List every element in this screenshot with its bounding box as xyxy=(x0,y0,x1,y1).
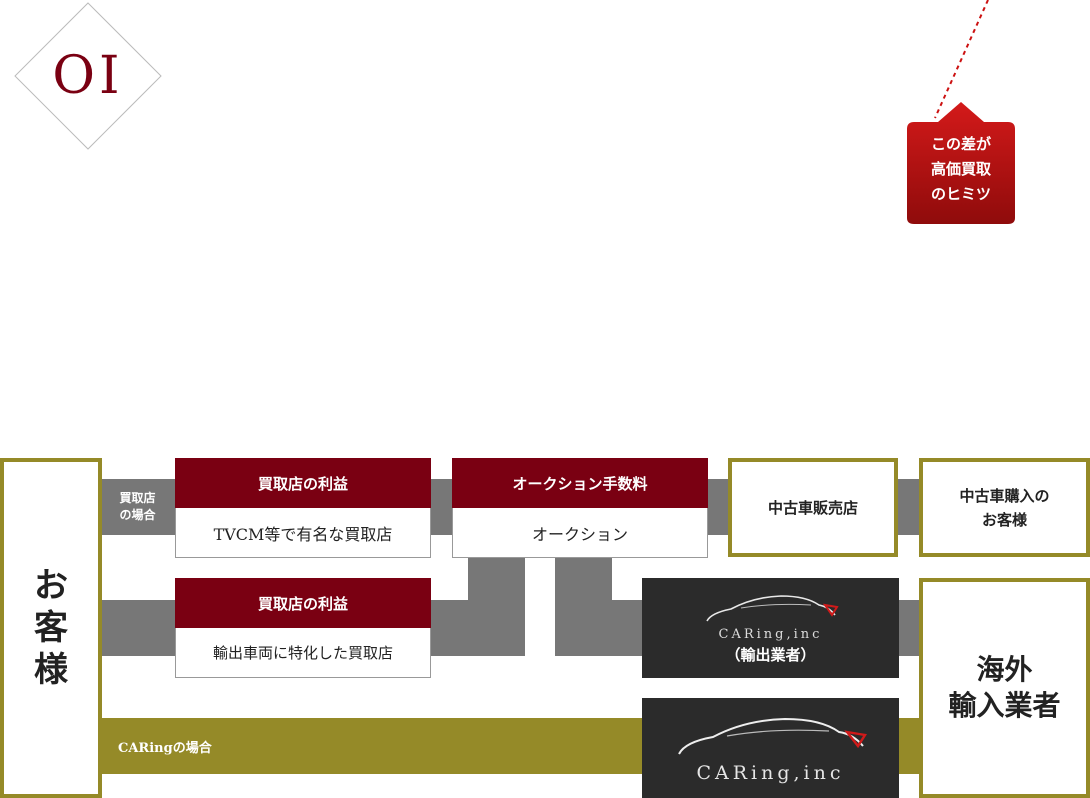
auction-box: オークション xyxy=(452,508,708,558)
export-profit-header: 買取店の利益 xyxy=(175,578,431,628)
used-buyer-line-1: 中古車購入の xyxy=(959,486,1050,505)
secret-callout: この差が 高価買取 のヒミツ xyxy=(906,100,1016,225)
kaitori-shop-box: TVCM等で有名な買取店 xyxy=(175,508,431,558)
export-shop-box: 輸出車両に特化した買取店 xyxy=(175,628,431,678)
customer-char-2: 客 xyxy=(34,608,68,648)
kaitori-profit-header: 買取店の利益 xyxy=(175,458,431,508)
importer-line-2: 輸入業者 xyxy=(948,689,1061,722)
connector-row2-vertical-up xyxy=(468,557,525,656)
used-car-dealer-box: 中古車販売店 xyxy=(728,458,898,557)
customer-char-1: お xyxy=(34,566,68,606)
connector-row2-right xyxy=(897,600,920,656)
callout-line-3: のヒミツ xyxy=(930,185,991,203)
overseas-importer-box: 海外 輸入業者 xyxy=(919,578,1090,798)
route-label-kaitori-1: 買取店 xyxy=(119,491,156,505)
connector-row1-mid2 xyxy=(707,479,729,535)
customer-char-3: 様 xyxy=(34,650,68,690)
connector-row2-to-exporter xyxy=(555,600,643,656)
route-label-kaitori-2: の場合 xyxy=(119,508,156,522)
route-label-caring: CARingの場合 xyxy=(118,740,212,756)
callout-line-2: 高価買取 xyxy=(930,160,991,178)
auction-fee-header: オークション手数料 xyxy=(452,458,708,508)
used-buyer-line-2: お客様 xyxy=(981,510,1027,529)
car-silhouette-icon xyxy=(677,717,867,755)
callout-dashed-line xyxy=(934,0,989,119)
route-label-kaitori: 買取店 の場合 xyxy=(100,479,175,535)
caring-logo-box: CARing,inc xyxy=(642,698,899,798)
connector-row2-left xyxy=(100,600,175,656)
connector-row1-mid1 xyxy=(430,479,452,535)
customer-box: お 客 様 xyxy=(0,458,102,798)
badge-number: OI xyxy=(52,46,124,106)
importer-line-1: 海外 xyxy=(976,653,1033,686)
exporter-label: （輸出業者） xyxy=(725,646,816,664)
exporter-logo-text: CARing,inc xyxy=(718,627,823,642)
exporter-box: CARing,inc （輸出業者） xyxy=(642,578,899,678)
callout-line-1: この差が xyxy=(930,135,991,153)
used-car-buyer-box: 中古車購入の お客様 xyxy=(919,458,1090,557)
number-badge: OI xyxy=(14,2,162,150)
connector-row1-right xyxy=(897,479,920,535)
connector-row1-left xyxy=(100,479,175,535)
car-silhouette-icon xyxy=(705,595,839,622)
caring-logo-text: CARing,inc xyxy=(696,762,845,784)
